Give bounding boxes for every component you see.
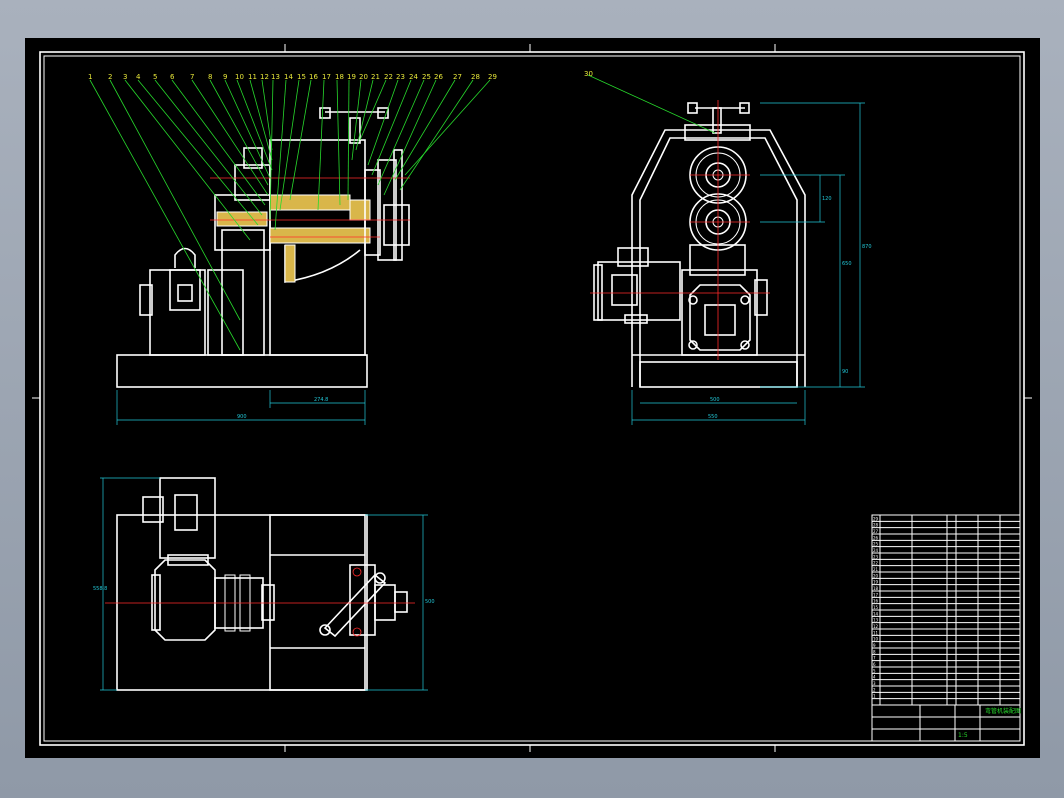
top-handle [323, 573, 387, 638]
part-number-30: 30 [584, 70, 593, 78]
bom-row-number: 11 [873, 630, 879, 635]
part-number-28: 28 [471, 73, 480, 81]
bom-row-number: 4 [873, 675, 876, 680]
bom-row-number: 2 [873, 687, 876, 692]
drawing-scale: 1:5 [958, 732, 968, 739]
part-number-26: 26 [434, 73, 443, 81]
bom-row-number: 14 [873, 611, 879, 616]
part-number-25: 25 [422, 73, 431, 81]
drawing-sheet [25, 38, 1040, 758]
part-number-29: 29 [488, 73, 497, 81]
side-gearbox [681, 269, 758, 356]
part-number-18: 18 [335, 73, 344, 81]
part-number-21: 21 [371, 73, 380, 81]
bom-row-number: 29 [873, 516, 879, 521]
top-motor [159, 477, 216, 559]
dim-front-housing: 274.8 [314, 397, 328, 403]
part-number-6: 6 [170, 73, 175, 81]
bom-row-number: 7 [873, 656, 876, 661]
bom-row-number: 17 [873, 592, 879, 597]
part-number-22: 22 [384, 73, 393, 81]
dim-top-width: 558.8 [93, 586, 107, 592]
part-number-27: 27 [453, 73, 462, 81]
side-frame [631, 129, 806, 387]
part-number-14: 14 [284, 73, 293, 81]
part-number-11: 11 [248, 73, 257, 81]
bom-row-number: 20 [873, 573, 879, 578]
bom-row-number: 22 [873, 561, 879, 566]
part-number-1: 1 [88, 73, 92, 81]
part-number-16: 16 [309, 73, 318, 81]
bom-row-number: 6 [873, 662, 876, 667]
bom-row-number: 8 [873, 649, 876, 654]
dim-front-overall: 900 [237, 414, 247, 420]
bom-row-number: 15 [873, 605, 879, 610]
bom-row-number: 24 [873, 548, 879, 553]
part-number-15: 15 [297, 73, 306, 81]
part-number-17: 17 [322, 73, 331, 81]
dim-top-depth: 500 [425, 599, 435, 605]
dim-side-roller-height: 650 [842, 261, 852, 267]
dim-side-inner: 500 [710, 397, 720, 403]
bom-row-number: 13 [873, 618, 879, 623]
part-number-8: 8 [208, 73, 212, 81]
bom-row-number: 27 [873, 529, 879, 534]
bom-row-number: 12 [873, 624, 879, 629]
part-number-24: 24 [409, 73, 418, 81]
side-motor [597, 261, 681, 321]
part-number-12: 12 [260, 73, 269, 81]
bom-row-number: 26 [873, 535, 879, 540]
part-number-7: 7 [190, 73, 194, 81]
part-number-5: 5 [153, 73, 157, 81]
inner-border [43, 55, 1021, 742]
part-number-10: 10 [235, 73, 244, 81]
bom-row-number: 18 [873, 586, 879, 591]
bom-row-number: 16 [873, 599, 879, 604]
top-gearbox [154, 559, 216, 641]
side-view[interactable]: 30 550 500 870 650 120 90 [584, 70, 872, 425]
bom-row-number: 5 [873, 668, 876, 673]
part-number-23: 23 [396, 73, 405, 81]
top-view[interactable]: 558.8 500 [93, 477, 435, 691]
front-part-leaders [89, 79, 491, 351]
part-number-9: 9 [223, 73, 227, 81]
bom-row-number: 21 [873, 567, 879, 572]
bom-row-number: 10 [873, 637, 879, 642]
dim-side-roller-gap: 120 [822, 196, 832, 202]
part-number-19: 19 [347, 73, 356, 81]
bom-row-number: 25 [873, 542, 879, 547]
part-number-20: 20 [359, 73, 368, 81]
title-block[interactable]: 弯管机装配图 1:5 [871, 704, 1021, 742]
bom-row-number: 23 [873, 554, 879, 559]
bom-row-number: 9 [873, 643, 876, 648]
bom-row-number: 28 [873, 523, 879, 528]
dim-side-base: 90 [842, 369, 848, 375]
dim-side-overall: 550 [708, 414, 718, 420]
drawing-title: 弯管机装配图 [985, 707, 1021, 715]
part-number-3: 3 [123, 73, 127, 81]
bom-row-number: 3 [873, 681, 876, 686]
border-ticks [32, 44, 1032, 752]
part-number-13: 13 [271, 73, 280, 81]
part-number-2: 2 [108, 73, 112, 81]
bom-row-number: 19 [873, 580, 879, 585]
part-number-4: 4 [136, 73, 141, 81]
parts-list-table[interactable]: 2928272625242322212019181716151413121110… [871, 514, 1021, 706]
bom-row-number: 1 [873, 694, 876, 699]
dim-side-height: 870 [862, 244, 872, 250]
